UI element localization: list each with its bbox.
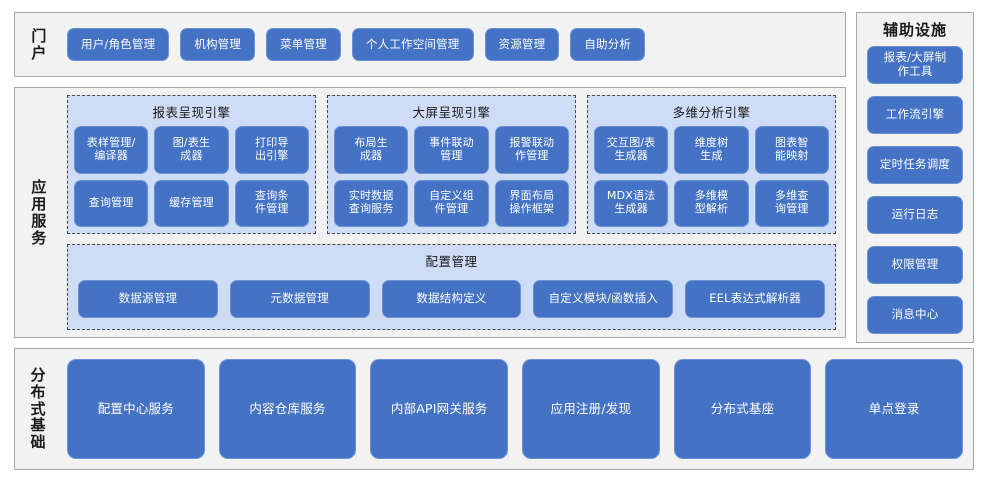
aux-item-runtime-logs[interactable]: 运行日志 [867,196,963,234]
portal-item-user-role-management[interactable]: 用户/角色管理 [67,28,170,61]
portal-section: 门户 用户/角色管理 机构管理 菜单管理 个人工作空间管理 资源管理 自助分析 [14,12,846,77]
engine-item-query-condition-management[interactable]: 查询条 件管理 [234,179,309,227]
engine-item-chart-table-generator[interactable]: 图/表生 成器 [154,126,229,174]
engine-item-event-linkage-management[interactable]: 事件联动 管理 [414,126,489,174]
report-rendering-engine-panel: 报表呈现引擎 表样管理/ 编译器 图/表生 成器 打印导 出引擎 查询管理 缓存… [67,95,316,234]
engine-item-layout-generator[interactable]: 布局生 成器 [334,126,409,174]
application-services-label-text: 应用服务 [29,178,48,247]
engine-item-ui-layout-operation-framework[interactable]: 界面布局 操作框架 [494,179,569,227]
auxiliary-facilities-title: 辅助设施 [882,21,947,39]
distributed-foundation-label-text: 分布式基础 [30,366,48,452]
engine-item-multidimensional-query-management[interactable]: 多维查 询管理 [754,179,829,227]
portal-item-organization-management[interactable]: 机构管理 [180,28,256,61]
engine-item-alarm-linkage-action-management[interactable]: 报警联动 作管理 [494,126,569,174]
engine-item-query-management[interactable]: 查询管理 [74,179,149,227]
dist-item-content-repository-service[interactable]: 内容仓库服务 [218,359,357,459]
distributed-foundation-row: 配置中心服务 内容仓库服务 内部API网关服务 应用注册/发现 分布式基座 单点… [67,359,964,459]
report-rendering-engine-grid: 表样管理/ 编译器 图/表生 成器 打印导 出引擎 查询管理 缓存管理 查询条 … [74,126,309,227]
dashboard-rendering-engine-title: 大屏呈现引擎 [412,105,491,120]
dashboard-rendering-engine-panel: 大屏呈现引擎 布局生 成器 事件联动 管理 报警联动 作管理 实时数据 查询服务… [327,95,576,234]
config-item-custom-module-function-insertion[interactable]: 自定义模块/函数插入 [533,279,674,318]
config-item-eel-expression-parser[interactable]: EEL表达式解析器 [685,279,825,318]
portal-label-text: 门户 [29,27,48,62]
engine-item-multidimensional-model-parsing[interactable]: 多维模 型解析 [674,179,749,227]
engine-item-chart-intelligent-mapping[interactable]: 图表智 能映射 [754,126,829,174]
engine-item-dimension-tree-generation[interactable]: 维度树 生成 [674,126,749,174]
multidimensional-analysis-engine-panel: 多维分析引擎 交互图/表 生成器 维度树 生成 图表智 能映射 MDX语法 生成… [587,95,836,234]
aux-item-report-dashboard-authoring-tool[interactable]: 报表/大屏制 作工具 [867,46,963,84]
config-item-datasource-management[interactable]: 数据源管理 [78,279,218,318]
application-services-label: 应用服务 [15,88,61,337]
distributed-foundation-section: 分布式基础 配置中心服务 内容仓库服务 内部API网关服务 应用注册/发现 分布… [14,348,974,470]
dashboard-rendering-engine-grid: 布局生 成器 事件联动 管理 报警联动 作管理 实时数据 查询服务 自定义组 件… [334,126,569,227]
engine-item-cache-management[interactable]: 缓存管理 [154,179,229,227]
portal-item-resource-management[interactable]: 资源管理 [484,28,560,61]
dist-item-single-sign-on[interactable]: 单点登录 [825,359,964,459]
engine-item-interactive-chart-table-generator[interactable]: 交互图/表 生成器 [594,126,669,174]
aux-item-scheduled-task-scheduler[interactable]: 定时任务调度 [867,146,963,184]
portal-section-label: 门户 [15,13,61,76]
application-services-section: 应用服务 报表呈现引擎 表样管理/ 编译器 图/表生 成器 打印导 出引擎 查询… [14,87,846,338]
portal-item-personal-workspace-management[interactable]: 个人工作空间管理 [351,28,474,61]
config-item-data-structure-definition[interactable]: 数据结构定义 [381,279,522,318]
aux-item-workflow-engine[interactable]: 工作流引擎 [867,96,963,134]
configuration-management-panel: 配置管理 数据源管理 元数据管理 数据结构定义 自定义模块/函数插入 EEL表达… [67,244,836,330]
aux-item-message-center[interactable]: 消息中心 [867,296,963,334]
dist-item-distributed-base[interactable]: 分布式基座 [673,359,812,459]
engine-item-mdx-syntax-generator[interactable]: MDX语法 生成器 [594,179,669,227]
engine-panel-row: 报表呈现引擎 表样管理/ 编译器 图/表生 成器 打印导 出引擎 查询管理 缓存… [67,95,836,234]
portal-item-menu-management[interactable]: 菜单管理 [266,28,341,61]
portal-item-row: 用户/角色管理 机构管理 菜单管理 个人工作空间管理 资源管理 自助分析 [67,13,837,76]
dist-item-app-registration-discovery[interactable]: 应用注册/发现 [522,359,660,459]
dist-item-config-center-service[interactable]: 配置中心服务 [67,359,205,459]
dist-item-internal-api-gateway-service[interactable]: 内部API网关服务 [370,359,509,459]
engine-item-print-export-engine[interactable]: 打印导 出引擎 [234,126,309,174]
multidimensional-analysis-engine-title: 多维分析引擎 [672,105,751,120]
portal-item-self-service-analysis[interactable]: 自助分析 [570,28,646,61]
engine-item-report-template-manager-compiler[interactable]: 表样管理/ 编译器 [74,126,149,174]
config-item-metadata-management[interactable]: 元数据管理 [229,279,370,318]
configuration-management-title: 配置管理 [425,254,478,269]
application-services-body: 报表呈现引擎 表样管理/ 编译器 图/表生 成器 打印导 出引擎 查询管理 缓存… [67,95,836,330]
engine-item-realtime-data-query-service[interactable]: 实时数据 查询服务 [334,179,409,227]
engine-item-custom-component-management[interactable]: 自定义组 件管理 [414,179,489,227]
multidimensional-analysis-engine-grid: 交互图/表 生成器 维度树 生成 图表智 能映射 MDX语法 生成器 多维模 型… [594,126,829,227]
auxiliary-facilities-section: 辅助设施 报表/大屏制 作工具 工作流引擎 定时任务调度 运行日志 权限管理 消… [856,12,974,343]
auxiliary-facilities-list: 报表/大屏制 作工具 工作流引擎 定时任务调度 运行日志 权限管理 消息中心 [867,46,963,334]
configuration-management-row: 数据源管理 元数据管理 数据结构定义 自定义模块/函数插入 EEL表达式解析器 [78,276,825,321]
distributed-foundation-label: 分布式基础 [15,349,61,469]
aux-item-permission-management[interactable]: 权限管理 [867,246,963,284]
report-rendering-engine-title: 报表呈现引擎 [152,105,231,120]
